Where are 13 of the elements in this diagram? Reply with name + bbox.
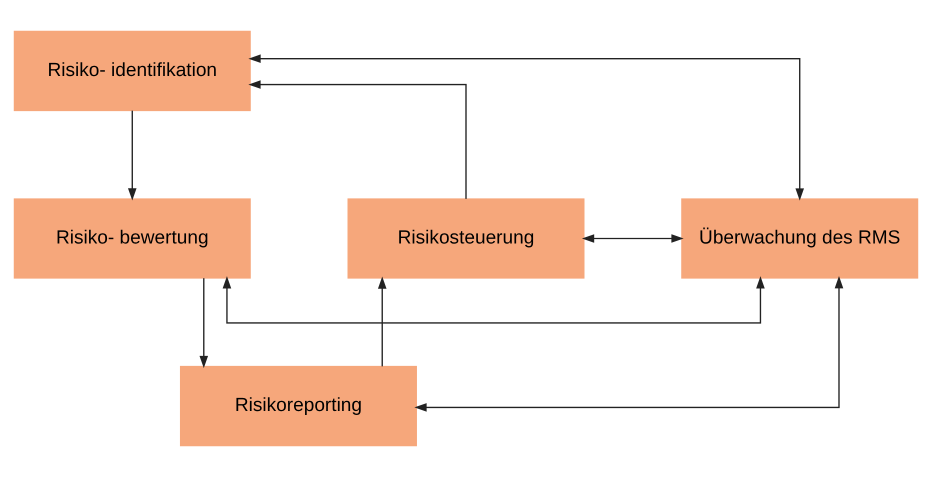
arrow [581,234,684,243]
arrow [222,276,764,324]
node-box: Überwachung des RMS [680,198,918,279]
arrow [127,110,136,201]
arrow [248,54,804,201]
node-box: Risiko- identifikation [13,30,250,112]
node-box: Risikosteuerung [347,198,584,279]
arrow [377,276,386,366]
node-box: Risikoreporting [179,366,416,446]
arrow [248,80,466,199]
arrow [414,276,843,412]
arrow [199,278,208,368]
node-box: Risiko- bewertung [13,198,250,279]
